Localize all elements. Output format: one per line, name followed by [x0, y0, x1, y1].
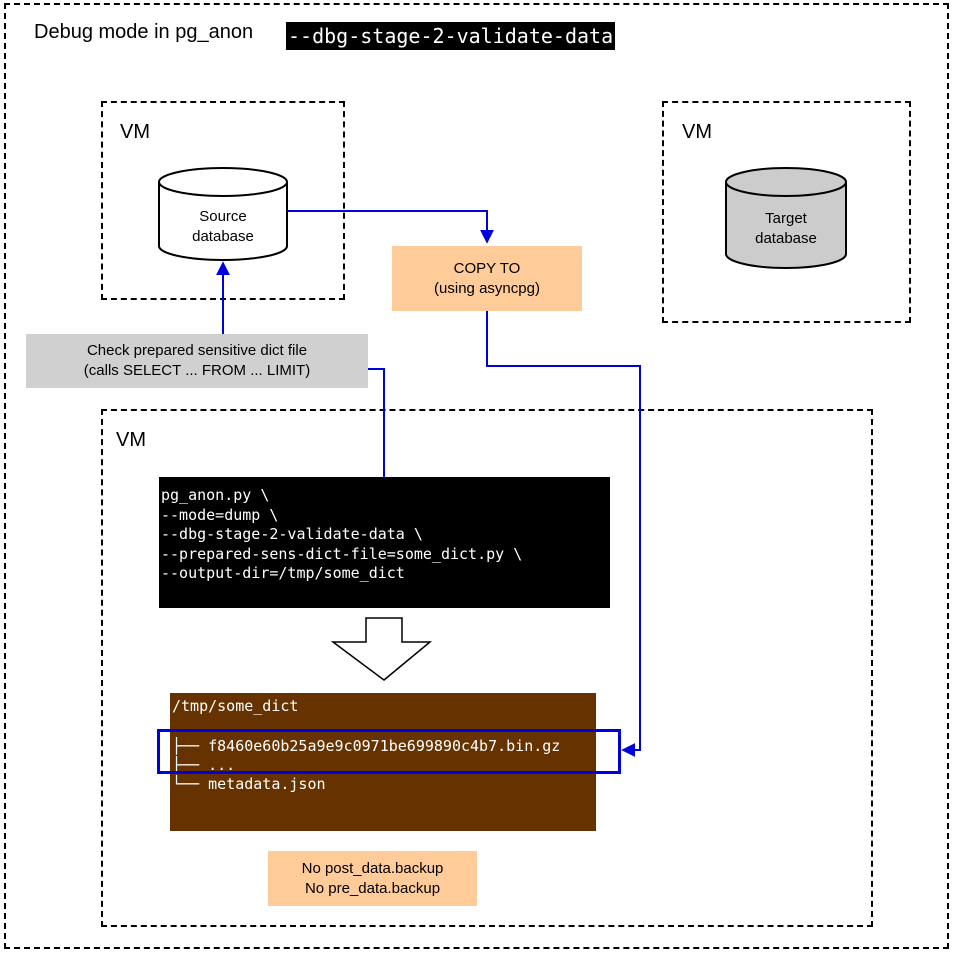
outer-frame	[4, 3, 949, 949]
down-arrow-icon	[330, 617, 433, 681]
note-line1: No post_data.backup	[301, 859, 444, 877]
target-database-label: Target database	[726, 208, 846, 250]
command-line: --output-dir=/tmp/some_dict	[161, 564, 405, 582]
command-line: pg_anon.py \	[161, 486, 270, 504]
source-db-line1: Source	[199, 208, 247, 225]
directory-entry: ├── ...	[172, 756, 236, 774]
source-database-label: Source database	[159, 206, 287, 248]
target-db-line2: database	[755, 230, 817, 247]
target-database-icon	[725, 167, 847, 269]
title-flag: --dbg-stage-2-validate-data	[286, 22, 616, 50]
source-database-icon	[158, 167, 288, 261]
check-dict-box: Check prepared sensitive dict file (call…	[26, 334, 368, 388]
copy-to-line1: COPY TO	[453, 259, 521, 277]
no-backup-note: No post_data.backup No pre_data.backup	[268, 851, 477, 906]
file-highlight-frame	[157, 729, 621, 774]
output-directory-box: /tmp/some_dict ├── f8460e60b25a9e9c0971b…	[170, 693, 596, 831]
directory-entry: ├── f8460e60b25a9e9c0971be699890c4b7.bin…	[172, 737, 561, 755]
directory-entry: └── metadata.json	[172, 775, 326, 793]
diagram-title: Debug mode in pg_anon	[34, 21, 254, 43]
arrow-source-to-copy	[287, 210, 494, 244]
arrow-copy-to-file	[486, 311, 641, 757]
target-db-line1: Target	[765, 210, 807, 227]
command-box: pg_anon.py \ --mode=dump \ --dbg-stage-2…	[159, 477, 610, 608]
target-vm-label: VM	[682, 121, 712, 143]
check-dict-line1: Check prepared sensitive dict file	[86, 342, 308, 359]
copy-to-box: COPY TO (using asyncpg)	[392, 246, 582, 311]
copy-to-line2: (using asyncpg)	[434, 279, 540, 297]
command-line: --prepared-sens-dict-file=some_dict.py \	[161, 544, 523, 563]
target-vm-box	[662, 101, 911, 323]
local-vm-box	[101, 409, 873, 927]
command-line: --mode=dump \	[161, 505, 279, 524]
source-db-line2: database	[192, 228, 254, 245]
command-line: --dbg-stage-2-validate-data \	[161, 525, 423, 543]
output-directory-path: /tmp/some_dict	[172, 697, 299, 715]
source-vm-label: VM	[120, 121, 150, 143]
check-dict-line2: (calls SELECT ... FROM ... LIMIT)	[83, 362, 311, 379]
local-vm-label: VM	[116, 429, 146, 451]
note-line2: No pre_data.backup	[304, 879, 441, 897]
connector-command-to-check	[368, 368, 385, 477]
